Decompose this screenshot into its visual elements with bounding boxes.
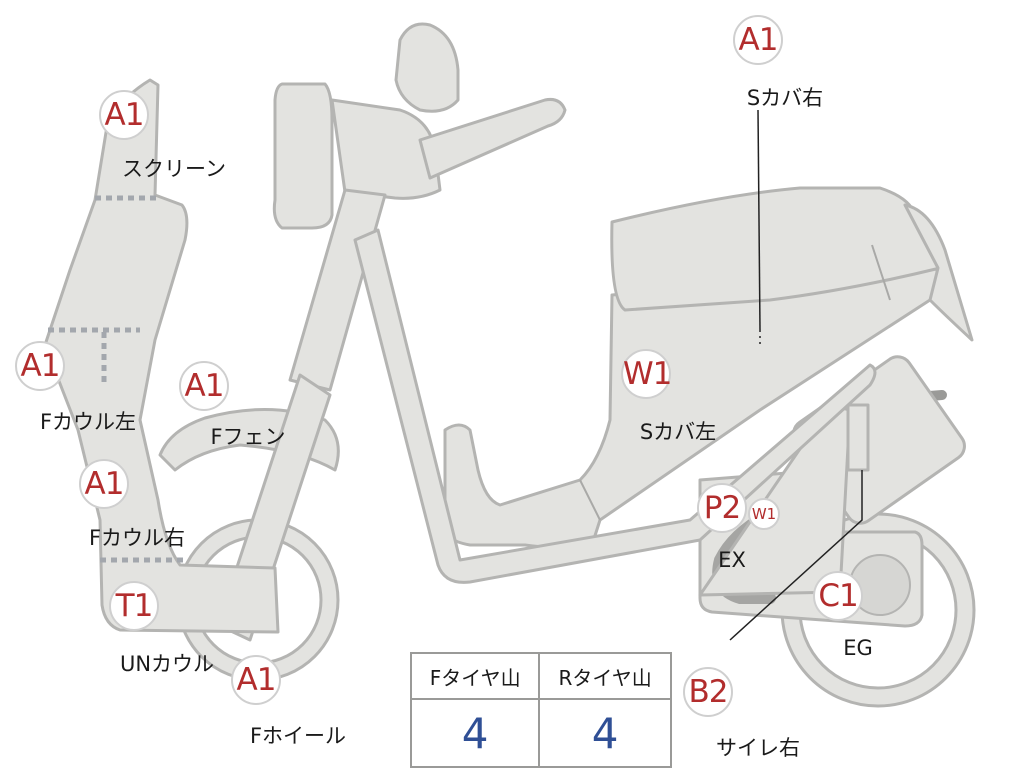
leader-silencer <box>729 470 863 641</box>
badge-s-cover-left: W1 <box>621 349 672 399</box>
badge-ex: P2 <box>697 483 747 533</box>
badge-silencer-right: B2 <box>683 667 733 717</box>
label-s-cover-right: Sカバ右 <box>746 86 824 110</box>
tire-tread-table: Fタイヤ山 Rタイヤ山 4 4 <box>409 652 672 768</box>
badge-eg: C1 <box>813 571 863 621</box>
label-f-fender: Fフェン <box>210 425 286 449</box>
label-un-cowl: UNカウル <box>119 652 215 676</box>
label-silencer-right: サイレ右 <box>716 736 800 760</box>
label-screen: スクリーン <box>122 157 226 181</box>
front-tire-header: Fタイヤ山 <box>409 652 541 700</box>
label-f-cowl-right: Fカウル右 <box>88 526 186 550</box>
badge-un-cowl: T1 <box>109 581 159 631</box>
badge-s-cover-right: A1 <box>733 15 783 65</box>
rear-tire-header: Rタイヤ山 <box>538 652 672 700</box>
label-f-wheel: Fホイール <box>249 724 347 748</box>
handlebar-assembly <box>272 22 567 230</box>
rear-tire-value: 4 <box>538 698 672 768</box>
seat <box>610 186 974 342</box>
badge-f-fender: A1 <box>179 361 229 411</box>
leader-s-cover-right <box>757 109 761 331</box>
label-eg: EG <box>843 636 873 660</box>
front-tire-value: 4 <box>409 698 541 768</box>
label-f-cowl-left: Fカウル左 <box>39 410 137 434</box>
badge-f-cowl-left: A1 <box>15 341 65 391</box>
label-s-cover-left: Sカバ左 <box>639 420 717 444</box>
badge-f-cowl-right: A1 <box>79 459 129 509</box>
label-ex: EX <box>718 548 746 572</box>
main-frame <box>353 228 877 584</box>
badge-screen: A1 <box>99 90 149 140</box>
badge-ex-sub: W1 <box>748 498 780 530</box>
badge-f-wheel: A1 <box>231 655 281 705</box>
rear-frame <box>698 403 870 597</box>
